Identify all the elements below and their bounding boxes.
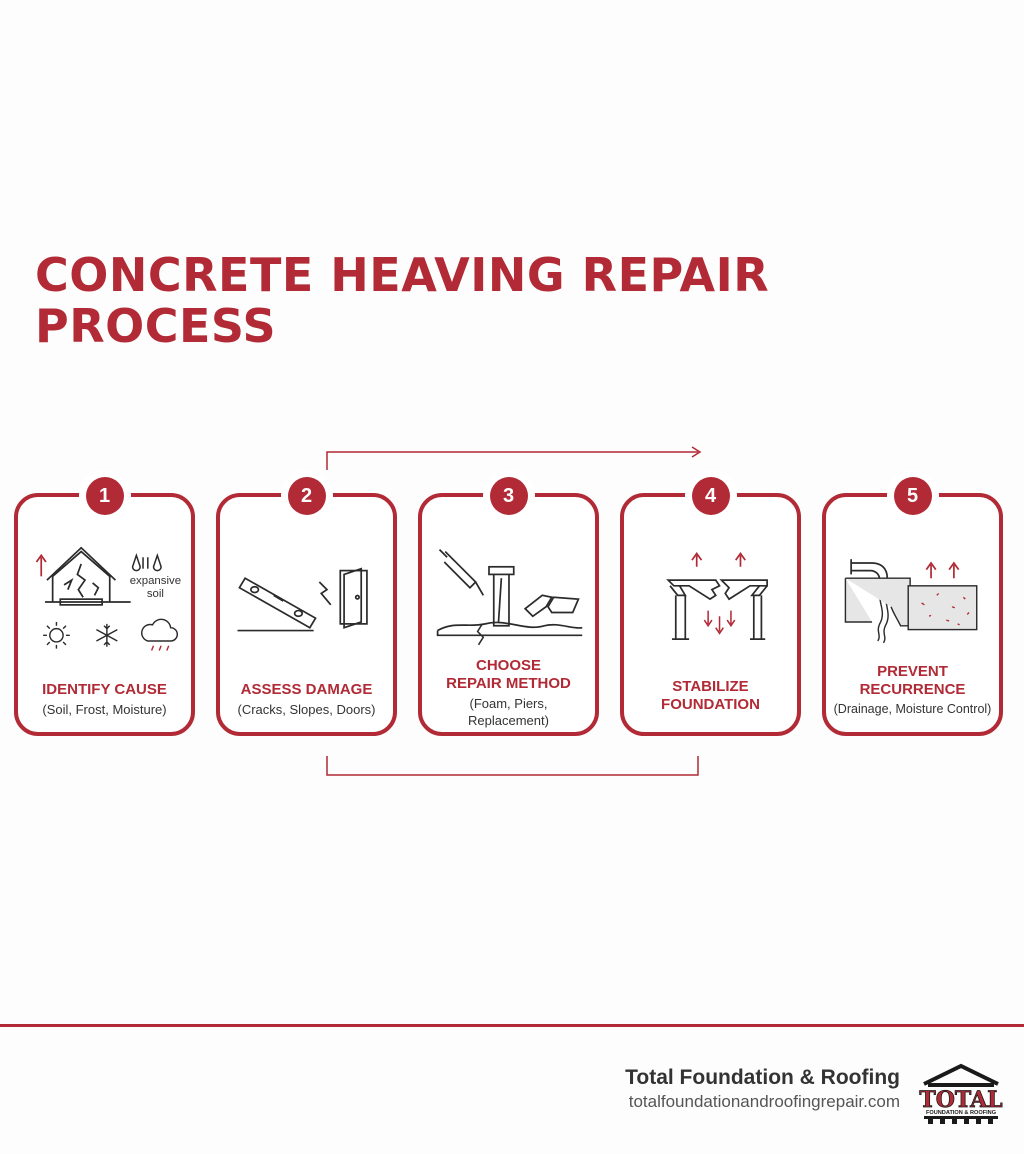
step-title-line-2: REPAIR METHOD [446, 675, 571, 692]
pier-icon [488, 565, 515, 627]
identify-cause-illustration: expansive soil [26, 537, 183, 667]
page-title: CONCRETE HEAVING REPAIR PROCESS [35, 250, 935, 352]
ground-line-icon [436, 621, 583, 637]
step-card-4: 4 STABILIZE FOUNDATION [620, 477, 801, 736]
snowflake-icon [96, 623, 118, 647]
company-logo: TOTAL FOUNDATION & ROOFING [919, 1063, 1003, 1124]
step-description: (Drainage, Moisture Control) [833, 702, 992, 716]
top-connector-arrowhead [691, 446, 702, 458]
step-number-badge: 3 [489, 477, 528, 515]
top-connector-arrow [326, 451, 698, 470]
gravel-dots-icon [921, 592, 970, 626]
step-description: (Foam, Piers, [469, 696, 548, 711]
up-arrows-icon [925, 561, 960, 579]
up-arrows-icon [691, 551, 746, 567]
sun-icon [43, 621, 70, 649]
water-drops-icon [131, 552, 162, 572]
logo-tagline: FOUNDATION & ROOFING [926, 1110, 996, 1116]
step-number-badge: 1 [85, 477, 124, 515]
company-url[interactable]: totalfoundationandroofingrepair.com [628, 1092, 900, 1111]
bottom-connector-bracket [326, 756, 699, 776]
step-card-2: 2 ASSESS DAMAGE (Cracks, Slopes, Doors) [216, 477, 397, 736]
step-title: ASSESS DAMAGE [240, 681, 373, 698]
stabilize-foundation-illustration [632, 537, 789, 667]
soil-label: soil [147, 588, 164, 600]
up-arrow-icon [35, 553, 47, 577]
company-name: Total Foundation & Roofing [625, 1066, 900, 1089]
title-line-1: CONCRETE HEAVING REPAIR [35, 248, 770, 302]
step-number-badge: 2 [287, 477, 326, 515]
supported-slab-icon [666, 579, 768, 640]
step-title-line-2: RECURRENCE [859, 681, 966, 698]
step-text: PREVENT RECURRENCE (Drainage, Moisture C… [828, 663, 997, 718]
title-line-2: PROCESS [35, 299, 277, 353]
broken-slab-icon [523, 594, 580, 618]
rain-drops-icon [150, 645, 170, 651]
rain-cloud-icon [141, 618, 178, 642]
expansive-label: expansive [130, 575, 181, 587]
assess-damage-illustration [228, 537, 385, 667]
footer-divider [0, 1024, 1024, 1027]
logo-roof-icon [923, 1063, 999, 1086]
step-title: PREVENT [877, 663, 948, 680]
step-description: (Cracks, Slopes, Doors) [237, 702, 376, 717]
step-title: IDENTIFY CAUSE [42, 681, 167, 698]
logo-word: TOTAL [919, 1087, 1002, 1113]
down-arrows-icon [703, 610, 736, 635]
slab-block-icon [907, 585, 978, 631]
step-text: STABILIZE FOUNDATION [626, 678, 795, 714]
step-description: (Soil, Frost, Moisture) [42, 702, 167, 717]
foam-injector-icon [438, 549, 485, 596]
logo-base-icon [924, 1116, 998, 1124]
step-card-1: 1 expansive soil [14, 477, 195, 736]
repair-method-illustration [430, 537, 587, 667]
step-title: CHOOSE [475, 657, 541, 674]
crack-icon [476, 623, 485, 646]
step-text: CHOOSE REPAIR METHOD (Foam, Piers, Repla… [424, 657, 593, 729]
step-card-5: 5 [822, 477, 1003, 736]
step-description-line-2: Replacement) [468, 713, 549, 728]
step-number-badge: 5 [893, 477, 932, 515]
step-title-line-2: FOUNDATION [661, 696, 760, 713]
lightning-crack-icon [318, 581, 332, 606]
door-icon [339, 567, 368, 629]
step-text: ASSESS DAMAGE (Cracks, Slopes, Doors) [222, 681, 391, 718]
step-text: IDENTIFY CAUSE (Soil, Frost, Moisture) [20, 681, 189, 718]
prevent-recurrence-illustration [834, 537, 991, 667]
ground-block-icon [844, 577, 911, 627]
spirit-level-icon [237, 577, 317, 632]
step-number-badge: 4 [691, 477, 730, 515]
step-card-3: 3 CHOOSE [418, 477, 599, 736]
cracked-house-icon [45, 546, 131, 606]
step-title: STABILIZE [672, 678, 749, 695]
